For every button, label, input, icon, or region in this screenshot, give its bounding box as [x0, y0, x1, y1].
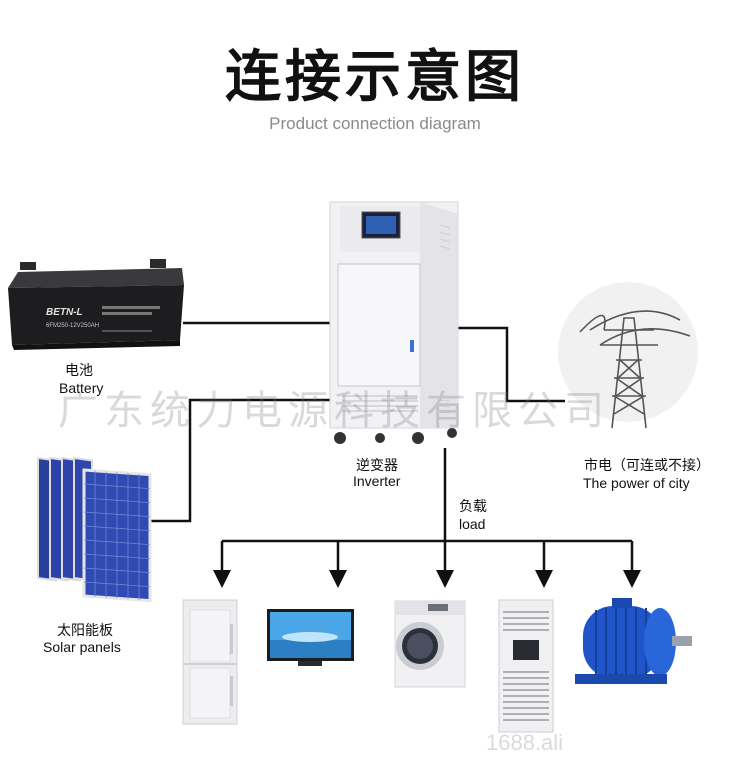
ac-unit-image: [498, 599, 554, 733]
arrow-washer: [436, 570, 454, 588]
wire-inverter-grid: [458, 326, 565, 403]
power-tower-image: [558, 282, 698, 429]
page-subtitle: Product connection diagram: [269, 114, 481, 133]
solar-panels-image: [37, 456, 152, 603]
inverter-label-en: Inverter: [353, 473, 401, 489]
battery-image: BETN-L 6FM250-12V250AH: [8, 259, 184, 350]
inverter-image: [329, 201, 459, 444]
load-label-cn: 负载: [459, 499, 487, 515]
battery-label-cn: 电池: [65, 363, 93, 379]
wire-solar-inverter: [150, 398, 330, 523]
grid-label-en: The power of city: [583, 475, 690, 491]
arrow-fridge: [213, 570, 231, 588]
solar-label-cn: 太阳能板: [57, 623, 113, 639]
motor-image: [575, 598, 692, 684]
battery-brand: BETN-L: [46, 307, 83, 318]
washer-image: [394, 600, 466, 688]
wires: [150, 321, 634, 572]
arrow-motor: [623, 570, 641, 588]
battery-model: 6FM250-12V250AH: [46, 323, 99, 329]
tv-image: [267, 609, 354, 666]
arrow-ac: [535, 570, 553, 588]
load-label-en: load: [459, 516, 486, 532]
inverter-label-cn: 逆变器: [356, 458, 398, 474]
grid-label-cn: 市电（可连或不接）: [584, 458, 710, 474]
page-title: 连接示意图: [225, 45, 525, 110]
battery-label-en: Battery: [59, 380, 104, 396]
arrow-tv: [329, 570, 347, 588]
site-watermark: 1688.ali: [486, 730, 564, 755]
arrows: [213, 570, 641, 588]
fridge-image: [182, 599, 238, 725]
company-watermark: 广东统力电源科技有限公司: [58, 388, 610, 434]
solar-label-en: Solar panels: [43, 639, 121, 655]
